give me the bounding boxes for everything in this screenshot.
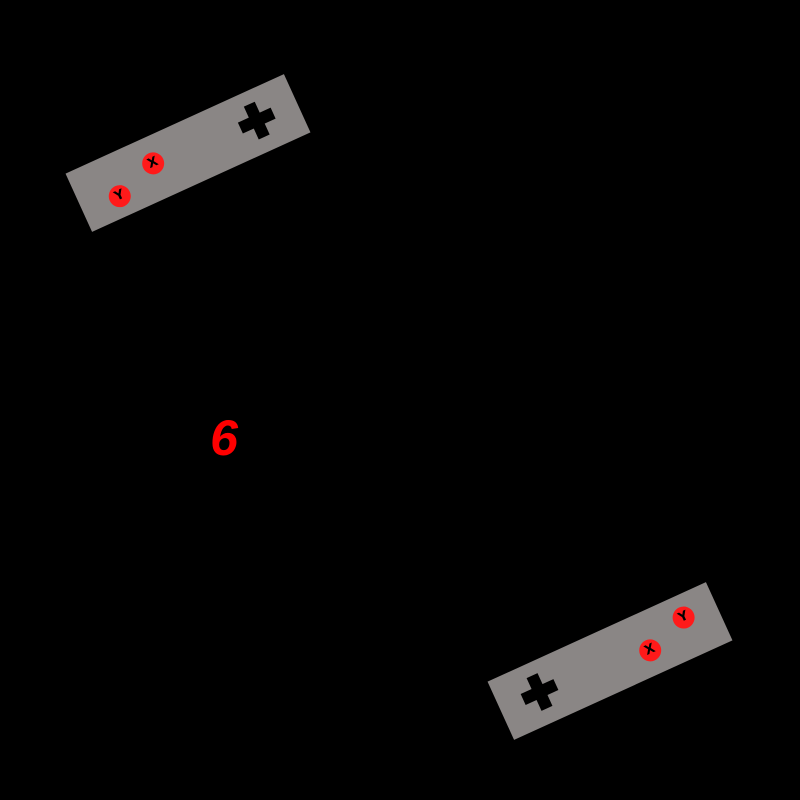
controller-bottom: X Y: [487, 582, 733, 740]
button-x-top: X: [138, 148, 168, 178]
button-x-bottom: X: [635, 635, 665, 665]
controller-top: Y X: [65, 74, 311, 232]
dpad-plus-icon: [516, 668, 564, 716]
button-y-bottom: Y: [669, 602, 699, 633]
button-y-top: Y: [105, 181, 135, 211]
center-number: 6: [210, 410, 238, 466]
dpad-plus-icon: [233, 97, 281, 145]
